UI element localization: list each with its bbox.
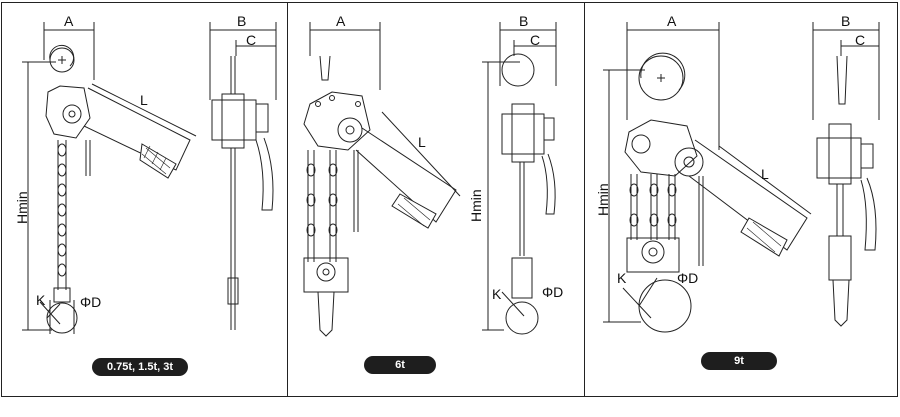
lever-9t	[688, 139, 808, 251]
label-c: C	[246, 32, 257, 48]
label-a: A	[667, 13, 677, 29]
panel-6t-hoist: A B C L Hmin K ΦD 6t	[288, 0, 584, 397]
side-bottom-block	[511, 257, 533, 299]
lever-small	[83, 87, 191, 171]
label-d: ΦD	[80, 294, 102, 310]
label-l: L	[418, 134, 426, 150]
side-bottom-hook	[832, 279, 850, 327]
label-hmin: Hmin	[595, 183, 611, 216]
label-c: C	[855, 32, 866, 48]
side-body-9t	[816, 137, 862, 179]
diagram-frame	[1, 2, 898, 397]
hoist-body-6t	[303, 91, 371, 151]
top-hook-shape	[319, 55, 331, 81]
dim-l-line	[381, 111, 461, 197]
capacity-badge: 6t	[364, 356, 436, 374]
side-lever-9t	[860, 177, 877, 251]
side-lever-small	[255, 137, 274, 211]
capacity-badge: 0.75t, 1.5t, 3t	[92, 358, 188, 376]
panel-small-hoist: A B C L Hmin K ΦD 0.75t, 1.5t, 3t	[0, 0, 287, 397]
bottom-hook-shape	[46, 302, 78, 334]
label-b: B	[519, 13, 529, 29]
bottom-hook-shape	[317, 291, 335, 337]
panel-divider-2	[584, 2, 585, 397]
label-d: ΦD	[542, 284, 564, 300]
top-hook-shape	[640, 52, 686, 91]
label-b: B	[237, 13, 247, 29]
side-top-hook	[501, 53, 535, 87]
label-d: ΦD	[677, 270, 699, 286]
hoist-body-small	[45, 85, 91, 139]
label-hmin: Hmin	[14, 191, 30, 224]
dim-l-line	[91, 83, 197, 137]
side-body-small	[211, 99, 257, 141]
label-l: L	[761, 166, 769, 182]
bottom-hook-shape	[638, 279, 692, 333]
label-k: K	[492, 286, 502, 302]
bottom-block-6t	[303, 257, 349, 293]
load-chain-9t	[629, 174, 677, 240]
capacity-badge: 9t	[701, 352, 777, 370]
bottom-hook-block	[53, 287, 71, 303]
label-a: A	[64, 13, 74, 29]
panel-9t-hoist: A B C L Hmin K ΦD 9t	[585, 0, 898, 397]
label-hmin: Hmin	[468, 189, 484, 222]
lever-6t	[355, 127, 457, 223]
side-body-6t	[501, 113, 545, 155]
side-bottom-hook	[505, 301, 539, 335]
side-top-hook	[836, 55, 848, 105]
dim-l-line	[718, 145, 812, 215]
panel-divider-1	[287, 2, 288, 397]
load-chain-small	[57, 140, 67, 290]
hoist-drawing-small	[22, 22, 277, 334]
side-lever-6t	[541, 153, 556, 215]
hoist-drawing-6t	[303, 22, 557, 337]
bottom-block-9t	[626, 237, 680, 273]
label-k: K	[617, 270, 627, 286]
label-l: L	[140, 92, 148, 108]
hoist-drawing-9t	[603, 22, 880, 333]
side-bottom-block	[828, 235, 852, 281]
load-chain-6t	[306, 150, 338, 262]
label-c: C	[530, 32, 541, 48]
label-a: A	[336, 13, 346, 29]
top-hook-shape	[49, 44, 75, 67]
label-b: B	[841, 13, 851, 29]
label-k: K	[36, 292, 46, 308]
